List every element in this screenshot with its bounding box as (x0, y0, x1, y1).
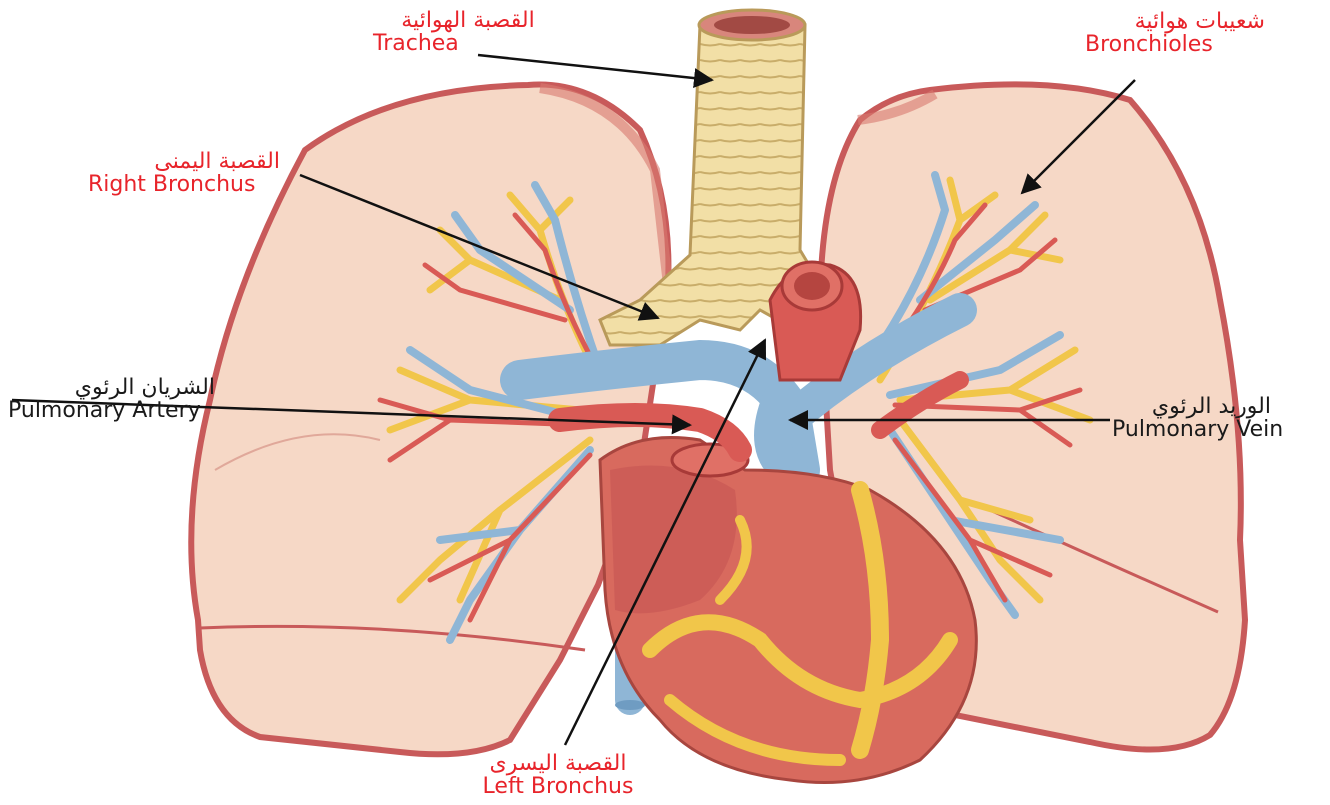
trachea-label-en: Trachea (363, 32, 573, 55)
pulmonary-artery-label-en: Pulmonary Artery (8, 399, 253, 422)
trachea-arrow (478, 55, 712, 80)
left-bronchus-label: القصبة اليسرى Left Bronchus (448, 752, 668, 798)
pulmonary-vein-label: الوريد الرئوي Pulmonary Vein (1112, 395, 1327, 441)
trachea-label-ar: القصبة الهوائية (363, 9, 573, 32)
pulmonary-artery-label: الشريان الرئوي Pulmonary Artery (8, 376, 253, 422)
right-bronchus-label: القصبة اليمنى Right Bronchus (88, 150, 298, 196)
right-bronchus-label-ar: القصبة اليمنى (88, 150, 298, 173)
pulmonary-vein-label-ar: الوريد الرئوي (1112, 395, 1327, 418)
trachea-label: القصبة الهوائية Trachea (363, 9, 573, 55)
aorta (770, 262, 861, 380)
pulmonary-vein-label-en: Pulmonary Vein (1112, 418, 1327, 441)
right-bronchus-label-en: Right Bronchus (88, 173, 298, 196)
bronchioles-label-ar: شعيبات هوائية (1085, 10, 1265, 33)
bronchioles-label: شعيبات هوائية Bronchioles (1085, 10, 1265, 56)
pulmonary-artery-label-ar: الشريان الرئوي (8, 376, 253, 399)
left-bronchus-label-en: Left Bronchus (448, 775, 668, 798)
left-bronchus-label-ar: القصبة اليسرى (448, 752, 668, 775)
bronchioles-label-en: Bronchioles (1085, 33, 1265, 56)
